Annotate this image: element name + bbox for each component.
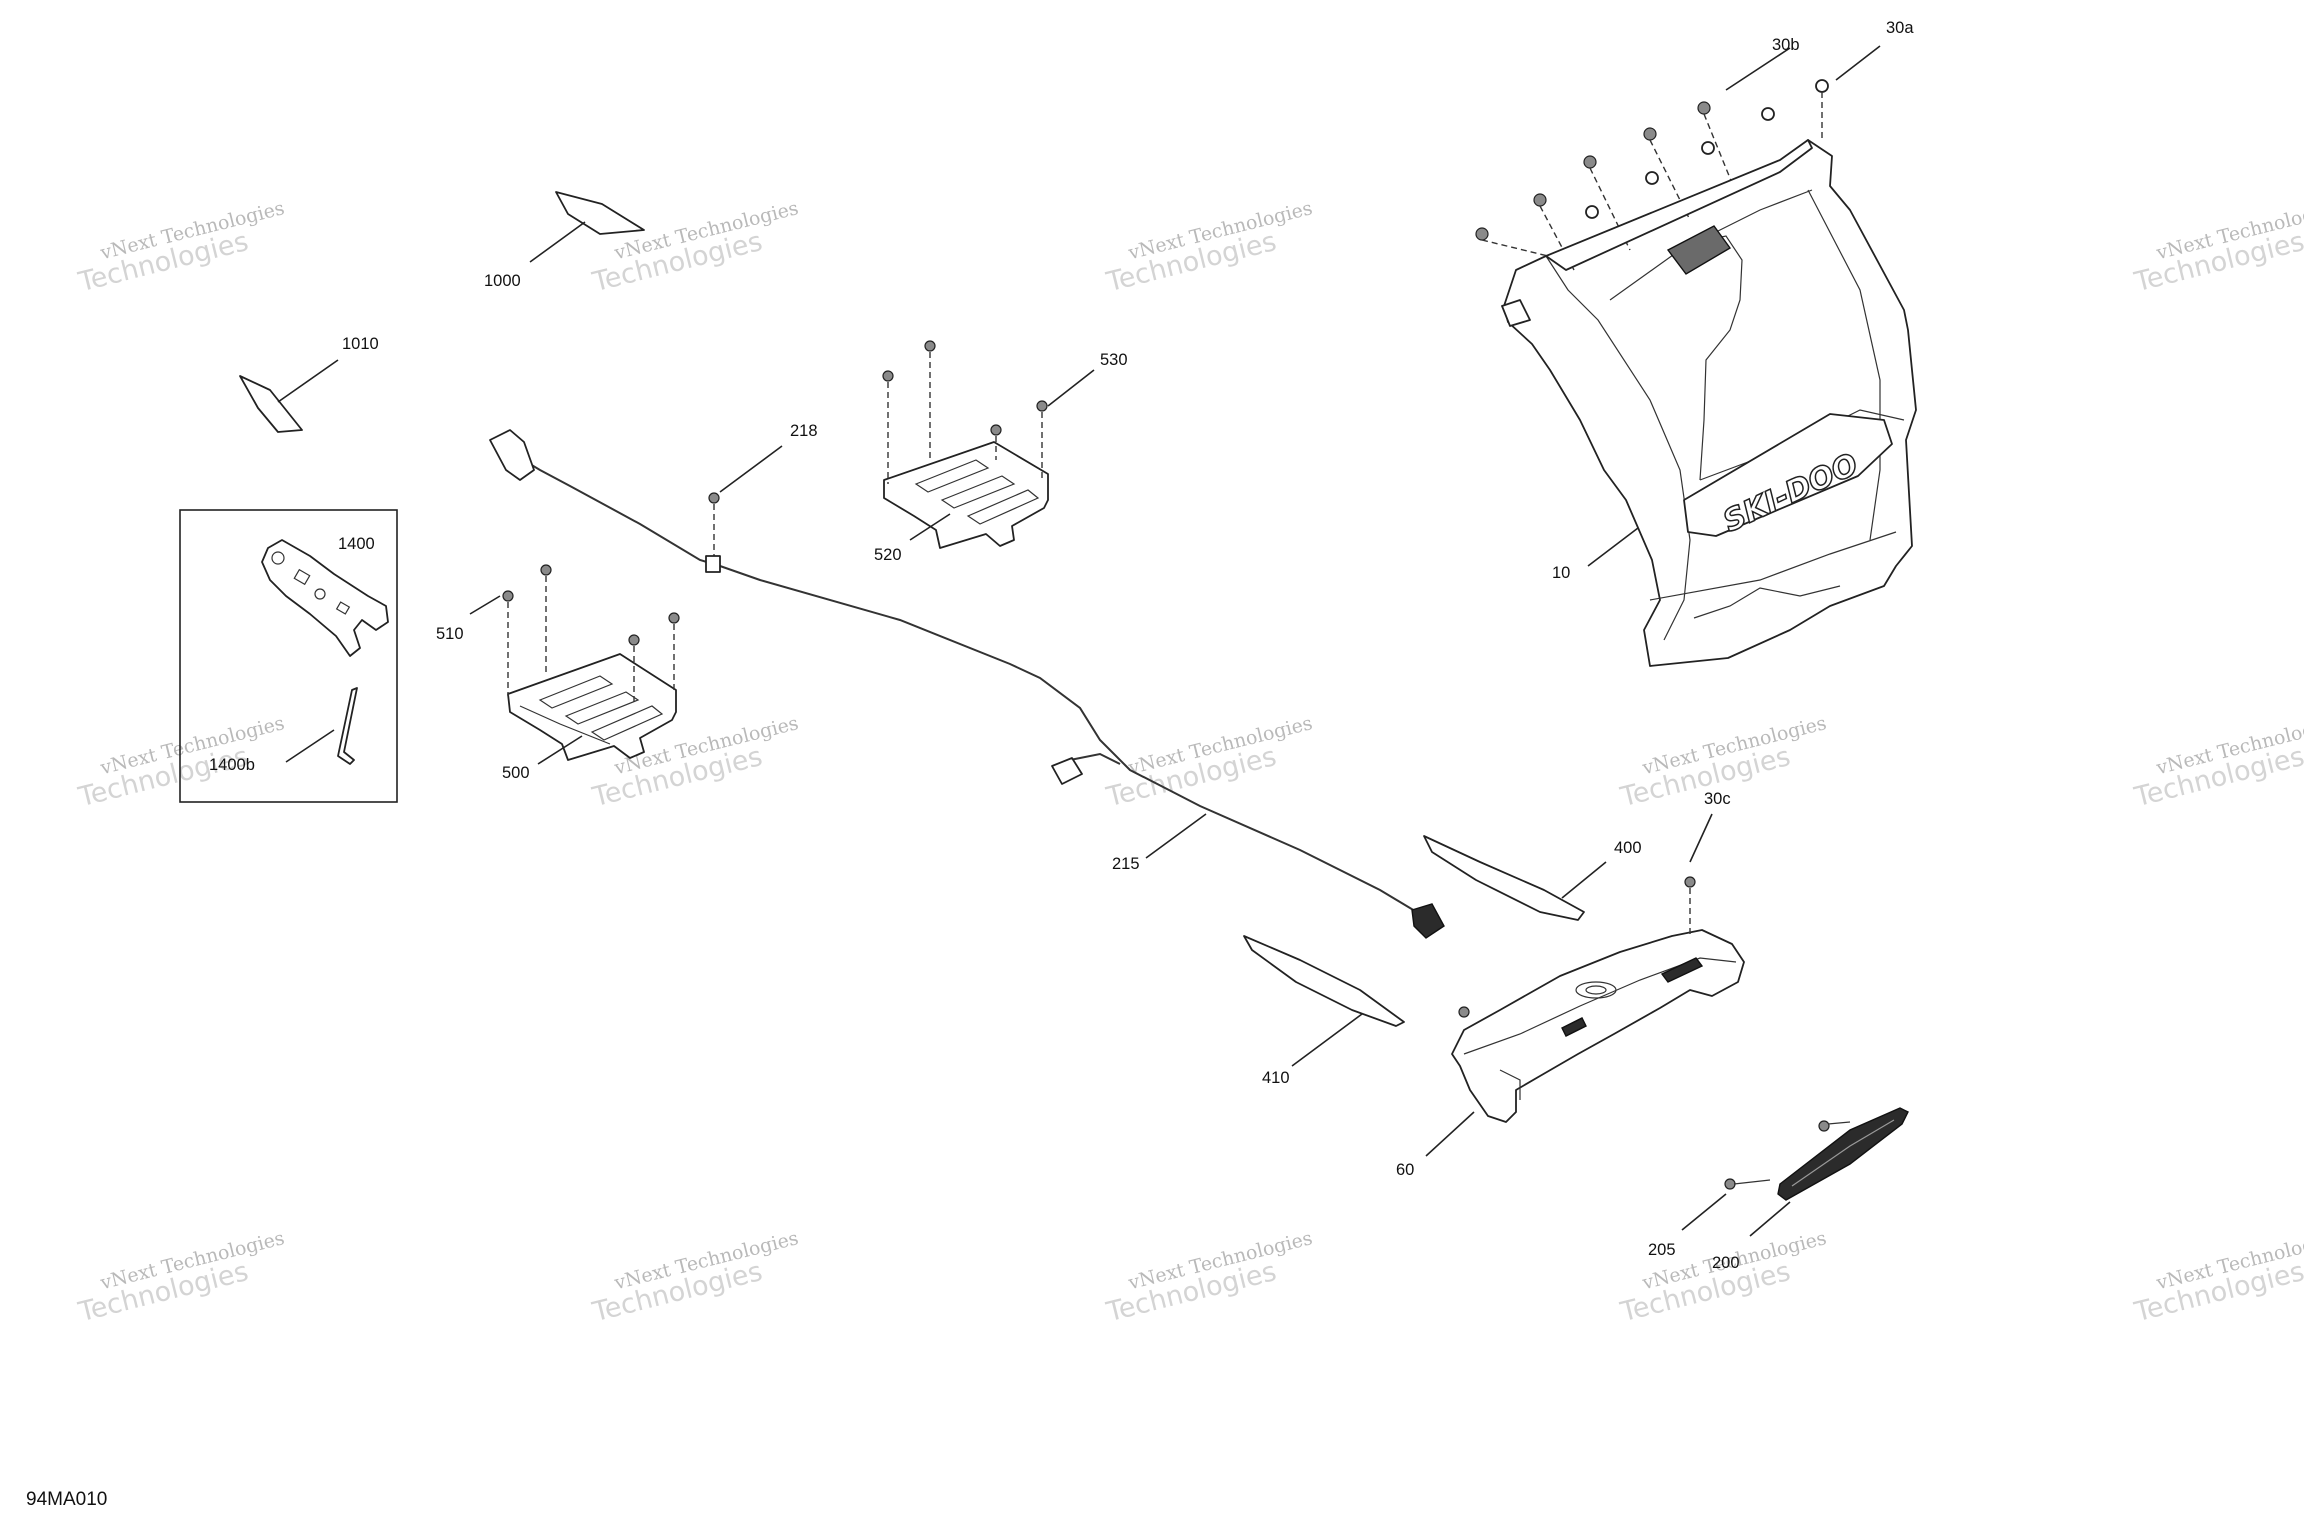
callout-218[interactable]: 218 — [790, 422, 818, 440]
part-60-fender[interactable] — [1425, 813, 1745, 1157]
callout-1000[interactable]: 1000 — [484, 272, 521, 290]
part-500-footrest-plate[interactable] — [469, 564, 680, 765]
callout-400[interactable]: 400 — [1614, 839, 1642, 857]
callout-30a[interactable]: 30a — [1886, 19, 1914, 37]
callout-60[interactable]: 60 — [1396, 1161, 1414, 1179]
callout-1400[interactable]: 1400 — [338, 535, 375, 553]
part-200-reflector[interactable] — [1749, 1107, 1909, 1237]
figure-id: 94MA010 — [26, 1489, 107, 1510]
callout-510[interactable]: 510 — [436, 625, 464, 643]
part-218-clip[interactable] — [705, 445, 783, 573]
part-215-wire-harness[interactable] — [489, 429, 1445, 939]
tool-kit-box — [179, 509, 398, 803]
callout-30c[interactable]: 30c — [1704, 790, 1731, 808]
callout-30b[interactable]: 30b — [1772, 36, 1800, 54]
callout-10[interactable]: 10 — [1552, 564, 1570, 582]
callout-labels: 1000 1010 1400 1400b 510 500 218 520 530… — [209, 19, 1914, 1272]
callout-200[interactable]: 200 — [1712, 1254, 1740, 1272]
part-1010-decal[interactable] — [239, 359, 339, 433]
part-10-side-panel[interactable]: SKI-DOO — [1475, 45, 1917, 667]
part-520-footrest-plate[interactable] — [882, 340, 1095, 549]
part-400-decal[interactable] — [1423, 835, 1607, 921]
callout-1010[interactable]: 1010 — [342, 335, 379, 353]
part-1400b-hex-key[interactable] — [285, 687, 358, 765]
callout-520[interactable]: 520 — [874, 546, 902, 564]
part-1000-decal[interactable] — [529, 191, 645, 263]
callout-500[interactable]: 500 — [502, 764, 530, 782]
callout-1400b[interactable]: 1400b — [209, 756, 255, 774]
callout-530[interactable]: 530 — [1100, 351, 1128, 369]
callout-205[interactable]: 205 — [1648, 1241, 1676, 1259]
part-1400-wrench[interactable] — [261, 539, 389, 657]
part-410-decal[interactable] — [1243, 935, 1405, 1067]
callout-215[interactable]: 215 — [1112, 855, 1140, 873]
callout-410[interactable]: 410 — [1262, 1069, 1290, 1087]
part-205-screw[interactable] — [1681, 1120, 1851, 1231]
